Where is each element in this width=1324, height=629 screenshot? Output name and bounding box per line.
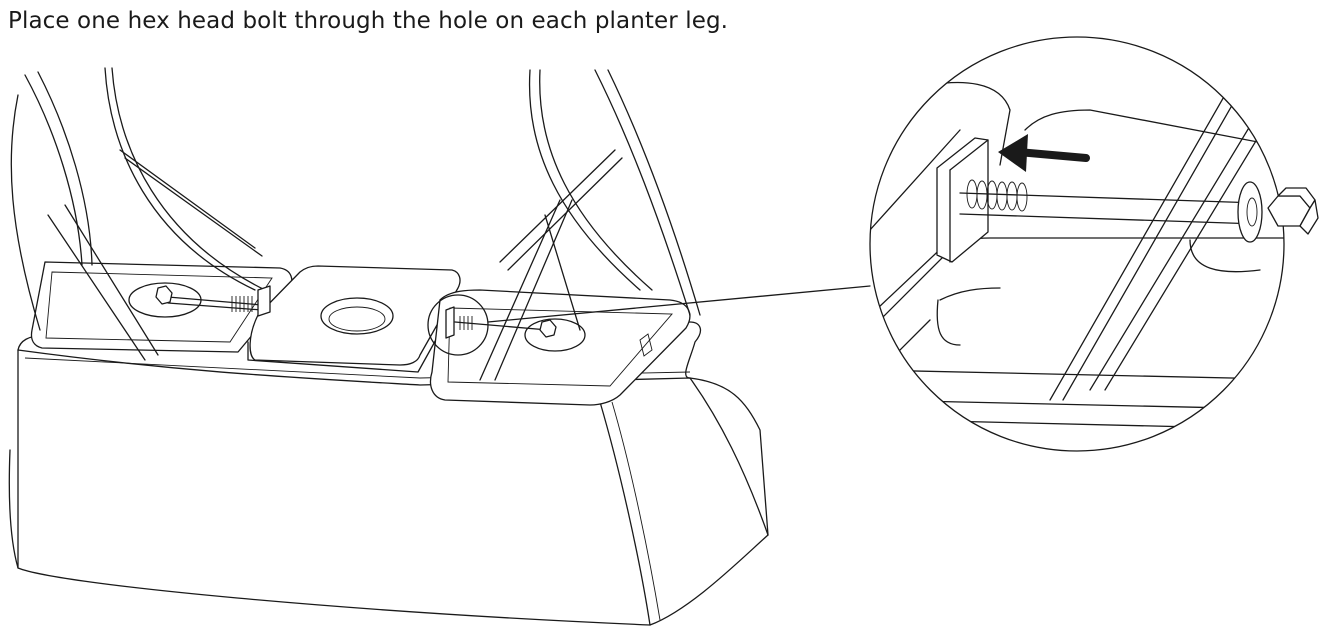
right-leg-frame [479, 69, 701, 381]
right-hex-bolt [445, 306, 557, 339]
left-arrow-icon [998, 134, 1090, 172]
instruction-text: Place one hex head bolt through the hole… [8, 8, 729, 34]
washer [1237, 181, 1263, 243]
right-compartment [429, 289, 691, 406]
planter-body [8, 321, 769, 626]
left-bolt-thread [231, 296, 253, 312]
middle-compartment [247, 265, 461, 373]
zoom-source-circle [427, 294, 489, 356]
bolt-thread-detail [966, 179, 1028, 212]
magnified-detail [869, 36, 1319, 452]
left-hex-bolt [155, 285, 271, 317]
right-bolt-thread [459, 316, 473, 330]
zoom-leader-line [487, 285, 871, 323]
hex-bolt-head [1267, 187, 1319, 235]
left-compartment [30, 261, 293, 353]
left-leg-frame [10, 67, 266, 361]
